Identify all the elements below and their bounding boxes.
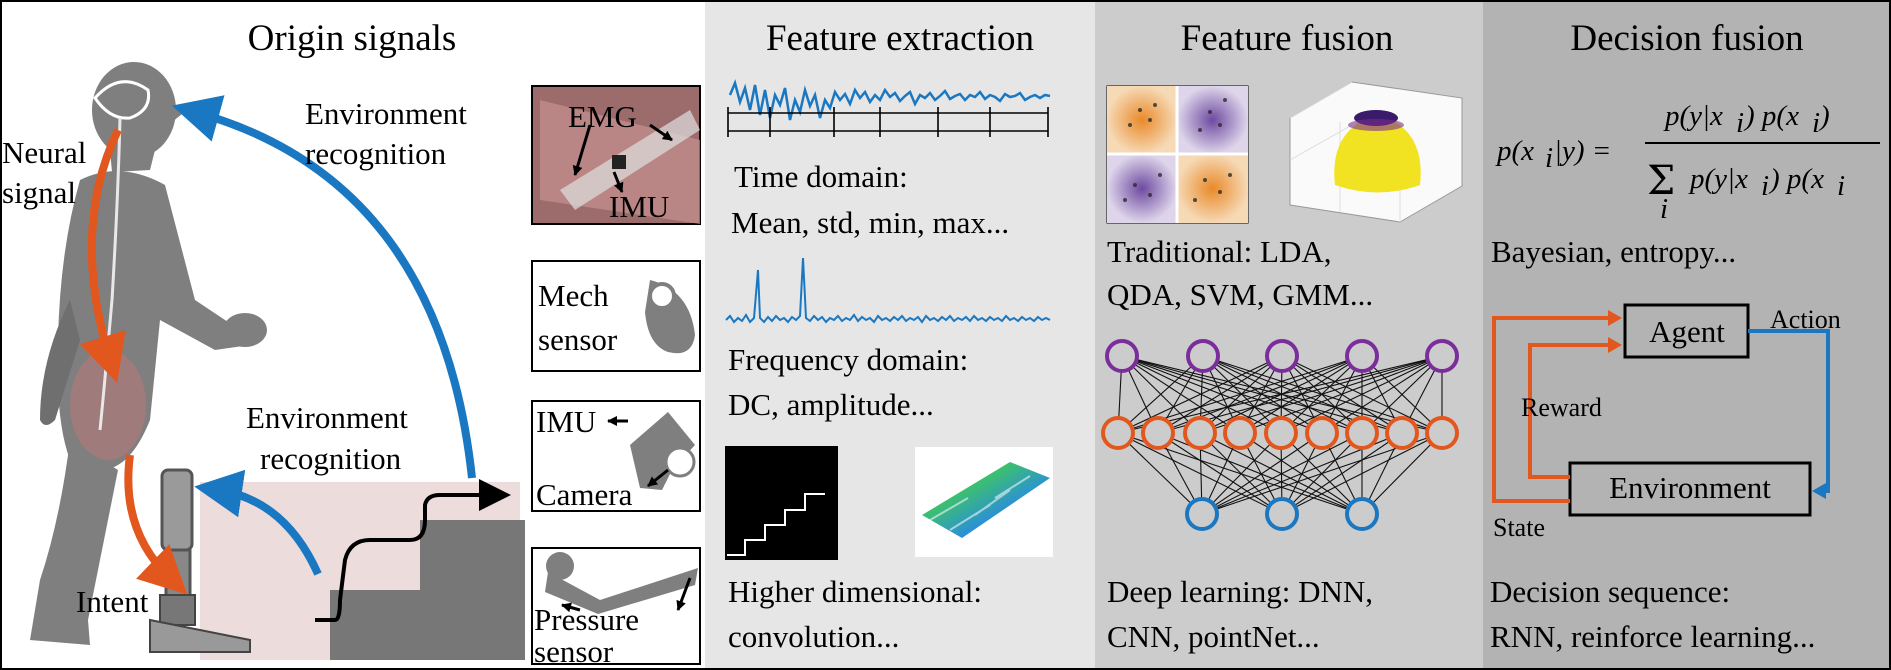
nn-node xyxy=(1141,416,1175,450)
label-camera: Camera xyxy=(536,477,633,512)
svg-text:|y) =: |y) = xyxy=(1554,135,1611,167)
nn-node xyxy=(1183,416,1217,450)
pointcloud-stairs-thumbnail xyxy=(915,447,1053,557)
label-mech-sensor: sensor xyxy=(538,322,618,357)
label-intent: Intent xyxy=(76,584,149,619)
nn-node xyxy=(1185,497,1219,531)
label-imu-camera: IMU xyxy=(536,404,596,439)
label-env-recognition-top-1: Environment xyxy=(305,96,467,131)
human-silhouette-icon xyxy=(30,62,267,645)
higher-dim-features: convolution... xyxy=(728,619,899,654)
label-env-recognition-top-2: recognition xyxy=(305,136,447,171)
classifier-decision-plot xyxy=(1106,85,1249,224)
environment-label: Environment xyxy=(1609,470,1771,505)
state-label: State xyxy=(1493,513,1545,542)
nn-node xyxy=(1425,416,1459,450)
nn-node xyxy=(1425,339,1459,373)
svg-text:Σ: Σ xyxy=(1647,158,1675,204)
stairs-icon xyxy=(330,520,525,660)
nn-node xyxy=(1345,416,1379,450)
title-feature-fusion: Feature fusion xyxy=(1181,18,1394,59)
label-neural: Neural xyxy=(2,135,86,170)
svg-text:): ) xyxy=(1818,100,1830,132)
title-decision-fusion: Decision fusion xyxy=(1570,18,1803,59)
depth-image-thumbnail xyxy=(725,446,838,560)
label-env-recognition-mid-1: Environment xyxy=(246,400,408,435)
frequency-domain-features: DC, amplitude... xyxy=(728,387,934,422)
gmm-3d-plot xyxy=(1289,81,1463,223)
env-recognition-mid-arrow xyxy=(194,469,322,576)
nn-node xyxy=(1305,416,1339,450)
sensor-box-pressure: Pressure sensor xyxy=(531,547,701,669)
nn-node xyxy=(1385,416,1419,450)
deep-learning-2: CNN, pointNet... xyxy=(1107,619,1320,654)
deep-learning-1: Deep learning: DNN, xyxy=(1107,574,1373,609)
panel-decision-fusion-bg xyxy=(1483,0,1891,670)
label-pressure: Pressure xyxy=(534,602,639,637)
reinforcement-learning-diagram: Agent Environment Action Reward State xyxy=(1492,303,1841,542)
bayes-formula: p(x i |y) = p(y|x i ) p(x i ) Σ i p(y|x … xyxy=(1495,100,1880,225)
title-feature-extraction: Feature extraction xyxy=(766,18,1034,59)
label-env-recognition-mid-2: recognition xyxy=(260,441,402,476)
agent-label: Agent xyxy=(1649,314,1725,349)
label-pressure-sensor: sensor xyxy=(534,634,614,669)
svg-text:i: i xyxy=(1761,170,1769,202)
nn-node xyxy=(1223,416,1257,450)
time-domain-features: Mean, std, min, max... xyxy=(731,205,1009,240)
svg-text:i: i xyxy=(1736,107,1744,139)
frequency-domain-signal xyxy=(725,257,1051,324)
traditional-methods-1: Traditional: LDA, xyxy=(1107,234,1331,269)
bayesian-methods: Bayesian, entropy... xyxy=(1491,234,1736,269)
svg-text:i: i xyxy=(1545,142,1553,174)
time-window-markers xyxy=(727,107,1049,137)
svg-text:p(y|x: p(y|x xyxy=(1663,100,1723,132)
label-imu-top: IMU xyxy=(609,189,669,224)
label-emg: EMG xyxy=(568,99,637,134)
nn-node xyxy=(1345,497,1379,531)
svg-text:i: i xyxy=(1837,170,1845,202)
time-domain-signal xyxy=(728,79,1051,121)
sensor-box-emg: EMG IMU xyxy=(531,85,701,225)
time-domain-title: Time domain: xyxy=(734,159,908,194)
nn-node xyxy=(1265,339,1299,373)
nn-node xyxy=(1264,416,1298,450)
svg-text:i: i xyxy=(1812,107,1820,139)
title-origin-signals: Origin signals xyxy=(248,18,457,59)
nn-node xyxy=(1101,416,1135,450)
nn-node xyxy=(1345,339,1379,373)
action-label: Action xyxy=(1770,305,1841,334)
traditional-methods-2: QDA, SVM, GMM... xyxy=(1107,277,1373,312)
nn-node xyxy=(1265,497,1299,531)
svg-text:p(x: p(x xyxy=(1495,135,1534,167)
svg-text:) p(x: ) p(x xyxy=(1768,163,1824,195)
env-recognition-top-arrow xyxy=(171,95,476,479)
svg-text:p(y|x: p(y|x xyxy=(1688,163,1748,195)
decision-sequence-1: Decision sequence: xyxy=(1490,574,1730,609)
nn-node xyxy=(1105,339,1139,373)
sensor-box-camera: IMU Camera xyxy=(531,400,701,512)
label-signal: signal xyxy=(2,175,76,210)
frequency-domain-title: Frequency domain: xyxy=(728,342,968,377)
decision-sequence-2: RNN, reinforce learning... xyxy=(1490,619,1815,654)
neural-network-icon xyxy=(1101,339,1459,531)
label-mech: Mech xyxy=(538,278,609,313)
higher-dim-title: Higher dimensional: xyxy=(728,574,982,609)
nn-node xyxy=(1186,339,1220,373)
intent-arrow xyxy=(124,454,188,595)
environment-box xyxy=(1568,461,1812,517)
neural-signal-arrow xyxy=(80,128,126,383)
svg-text:) p(x: ) p(x xyxy=(1743,100,1799,132)
reward-label: Reward xyxy=(1521,393,1602,422)
stair-path-arrow xyxy=(315,479,511,622)
svg-text:i: i xyxy=(1660,193,1668,225)
sensor-box-mech: Mech sensor xyxy=(531,260,701,372)
